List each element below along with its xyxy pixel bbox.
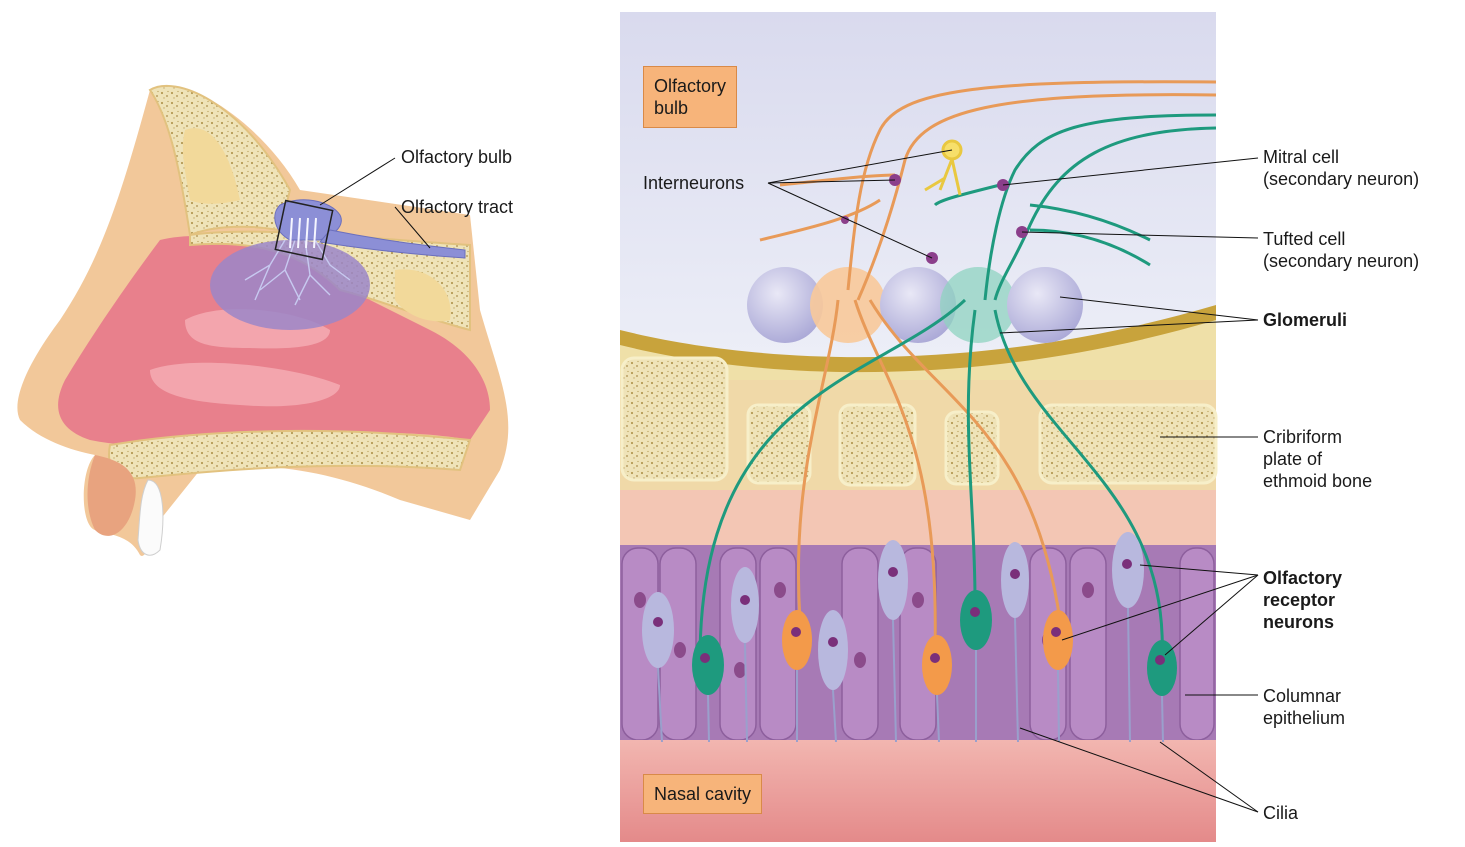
label-tufted-line2: (secondary neuron)	[1263, 250, 1419, 272]
label-cribriform-line3: ethmoid bone	[1263, 470, 1372, 492]
label-receptor-line3: neurons	[1263, 611, 1342, 633]
label-olfactory-tract: Olfactory tract	[401, 196, 513, 218]
label-mitral-cell: Mitral cell (secondary neuron)	[1263, 146, 1419, 190]
label-tufted-cell: Tufted cell (secondary neuron)	[1263, 228, 1419, 272]
box-olfactory-bulb-line1: Olfactory	[654, 75, 726, 97]
label-olfactory-receptor-neurons: Olfactory receptor neurons	[1263, 567, 1342, 633]
label-columnar-line1: Columnar	[1263, 685, 1345, 707]
label-receptor-line1: Olfactory	[1263, 567, 1342, 589]
bulb-leader	[320, 158, 395, 205]
label-olfactory-bulb: Olfactory bulb	[401, 146, 512, 168]
box-olfactory-bulb-line2: bulb	[654, 97, 726, 119]
label-mitral-line2: (secondary neuron)	[1263, 168, 1419, 190]
label-receptor-line2: receptor	[1263, 589, 1342, 611]
label-interneurons: Interneurons	[643, 172, 744, 194]
label-cribriform-line2: plate of	[1263, 448, 1372, 470]
label-cribriform-plate: Cribriform plate of ethmoid bone	[1263, 426, 1372, 492]
label-cribriform-line1: Cribriform	[1263, 426, 1372, 448]
label-tufted-line1: Tufted cell	[1263, 228, 1419, 250]
label-cilia: Cilia	[1263, 802, 1298, 824]
box-olfactory-bulb: Olfactory bulb	[643, 66, 737, 128]
label-columnar-epithelium: Columnar epithelium	[1263, 685, 1345, 729]
box-nasal-cavity: Nasal cavity	[643, 774, 762, 814]
label-mitral-line1: Mitral cell	[1263, 146, 1419, 168]
label-columnar-line2: epithelium	[1263, 707, 1345, 729]
label-glomeruli: Glomeruli	[1263, 309, 1347, 331]
microscopic-illustration	[620, 12, 1258, 842]
